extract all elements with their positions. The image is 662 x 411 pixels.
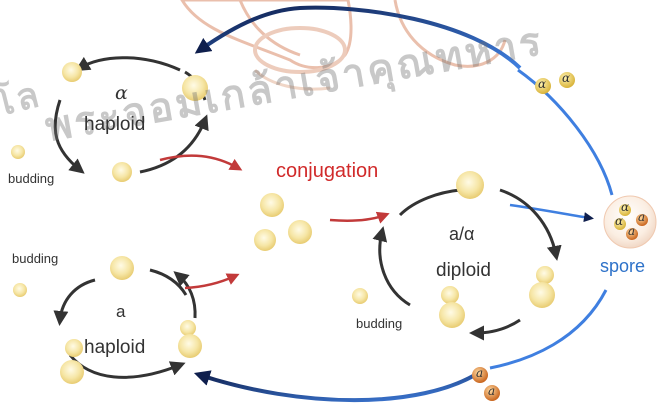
diploid-cell-right-b <box>529 282 555 308</box>
released-spore-a-2: a <box>488 384 495 398</box>
alpha-cell-bottom <box>112 162 132 182</box>
ascus <box>604 196 656 248</box>
alpha-cell-left <box>62 62 82 82</box>
a-haploid-label: haploid <box>84 337 145 359</box>
diploid-cell-left-b <box>439 302 465 328</box>
a-budding-label: budding <box>12 251 58 266</box>
diploid-mating-type-label: a/α <box>449 224 474 245</box>
a-cell-left <box>65 339 83 357</box>
ascus-spore-a-1: a <box>638 210 645 224</box>
germination-arc-bottom <box>200 372 480 400</box>
a-cell-top <box>110 256 134 280</box>
diploid-to-spore-arrow <box>510 205 590 218</box>
diploid-cell-right-a <box>536 266 554 284</box>
conjugation-arrow-a <box>185 276 235 288</box>
alpha-mating-type-label: α <box>115 82 128 104</box>
released-spore-a-1: a <box>476 366 483 380</box>
conj-cell-3 <box>254 229 276 251</box>
diploid-cell-left-a <box>441 286 459 304</box>
released-spores <box>472 72 575 401</box>
conj-cell-2 <box>288 220 312 244</box>
a-cell-right-a <box>180 320 196 336</box>
a-cell-left-b <box>60 360 84 384</box>
ascus-spore-a-2: a <box>628 224 635 238</box>
a-mating-type-label: a <box>116 302 125 322</box>
diploid-budding-label: budding <box>356 316 402 331</box>
released-spore-alpha-2: α <box>562 71 570 85</box>
diploid-cell-top <box>456 171 484 199</box>
conjugation-arrow-diploid <box>330 215 385 221</box>
released-spore-alpha-1: α <box>538 77 546 91</box>
conj-cell-1 <box>260 193 284 217</box>
alpha-haploid-label: haploid <box>84 114 145 136</box>
spore-label: spore <box>600 256 645 277</box>
ascus-spore-alpha-1: α <box>621 200 629 214</box>
a-cell-bud <box>13 283 27 297</box>
conjugation-label: conjugation <box>276 160 378 183</box>
ascus-spore-alpha-2: α <box>615 214 623 228</box>
diploid-label: diploid <box>436 260 491 282</box>
alpha-cell-bud <box>11 145 25 159</box>
meiosis-arc-top-right <box>518 70 612 195</box>
alpha-budding-label: budding <box>8 171 54 186</box>
a-haploid-cycle <box>60 270 195 377</box>
a-cell-right-b <box>178 334 202 358</box>
diploid-cell-bud <box>352 288 368 304</box>
